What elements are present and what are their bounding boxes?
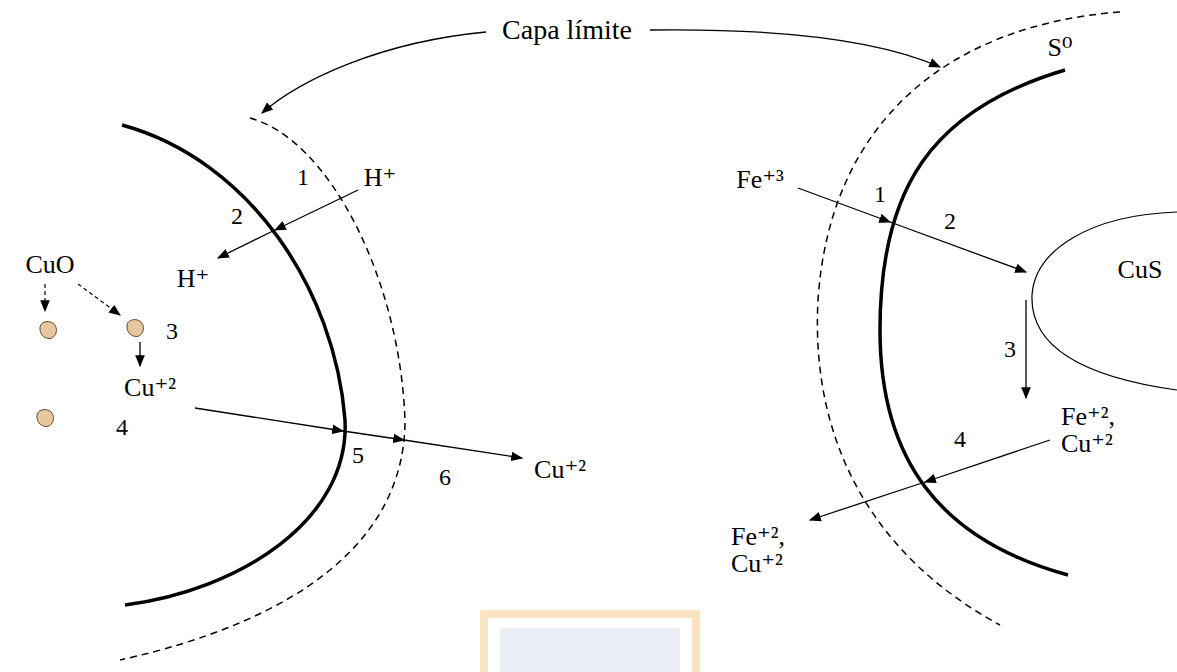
species-label: H⁺ (177, 265, 210, 292)
species-label: Cu⁺² (124, 374, 176, 401)
step-number: 4 (116, 415, 128, 440)
oxide-grain (40, 322, 57, 339)
step-number: 1 (297, 165, 309, 190)
step-number: 2 (944, 209, 956, 234)
particle-surface (880, 70, 1068, 575)
mineral-label: CuS (1118, 256, 1163, 283)
watermark-panel (500, 628, 680, 672)
step-number: 1 (874, 182, 886, 207)
title-callout: Capa límite (502, 15, 632, 44)
leader-line (262, 32, 486, 113)
diffusion-arrow (218, 230, 275, 258)
watermark-frame (484, 614, 696, 672)
core-surface (1032, 212, 1177, 390)
diffusion-arrow (343, 431, 404, 440)
diffusion-arrow (890, 222, 1026, 272)
reaction-arrow (1025, 300, 1026, 398)
species-label: Fe⁺², Cu⁺² (1061, 403, 1133, 458)
diffusion-arrow (275, 190, 358, 230)
leader-line (650, 30, 940, 67)
reaction-arrow (139, 342, 140, 366)
species-label: Fe⁺³ (736, 166, 784, 193)
mineral-label: CuO (25, 251, 74, 278)
species-label: H⁺ (364, 164, 397, 191)
layer-label: S⁰ (1048, 34, 1073, 61)
diffusion-arrow (925, 440, 1050, 482)
step-number: 3 (166, 319, 178, 344)
diffusion-arrow (404, 440, 522, 458)
diffusion-arrow (195, 408, 343, 431)
species-label: Fe⁺², Cu⁺² (731, 523, 803, 578)
dashed-arrow (44, 284, 45, 311)
oxide-grain (127, 320, 144, 337)
dashed-arrow (78, 284, 120, 315)
step-number: 2 (231, 204, 243, 229)
boundary-layer (120, 118, 405, 660)
step-number: 5 (352, 443, 364, 468)
species-label: Cu⁺² (534, 456, 586, 483)
diffusion-arrow (810, 482, 925, 520)
step-number: 4 (954, 427, 966, 452)
step-number: 6 (439, 465, 451, 490)
boundary-layer (817, 12, 1120, 625)
step-number: 3 (1004, 337, 1016, 362)
oxide-grain (37, 410, 54, 427)
particle-surface (122, 125, 345, 605)
